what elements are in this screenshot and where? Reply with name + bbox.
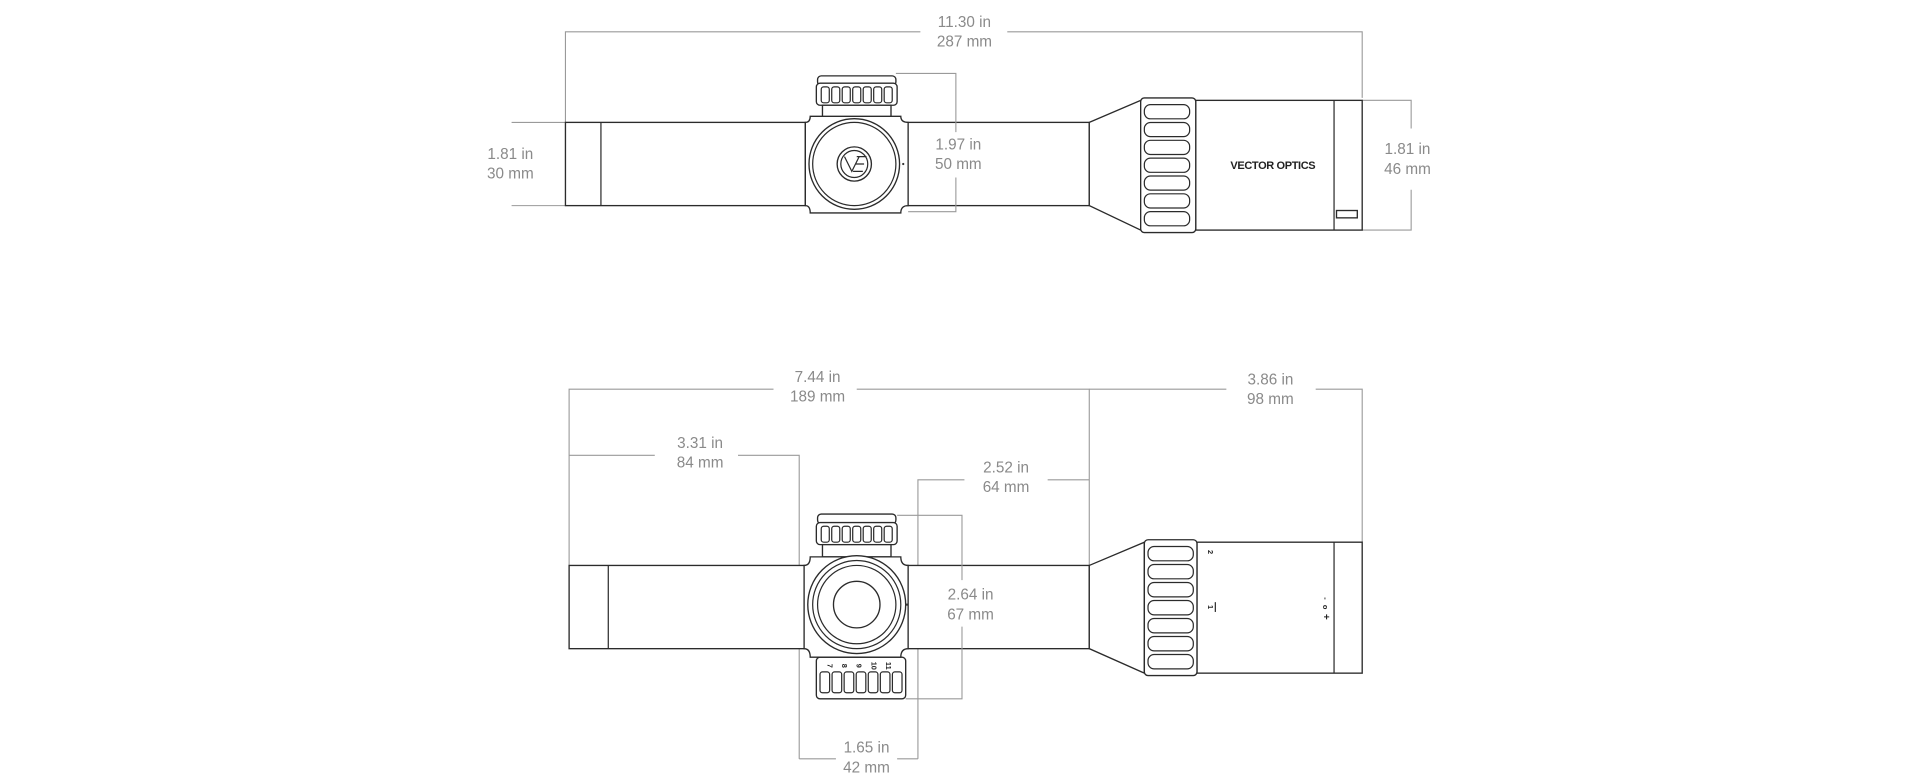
saddle-to-cone-in: 2.52 in [983, 459, 1029, 476]
turret-height-mm: 50 mm [935, 156, 982, 173]
knurl-slot [1143, 139, 1191, 156]
knurl-slot [841, 525, 851, 543]
knurl-slot [1147, 617, 1194, 634]
knurl-slot [873, 525, 883, 543]
knurl-slot [819, 671, 831, 694]
knurl-slot [852, 86, 862, 104]
mount-span-mm: 42 mm [843, 759, 890, 776]
magnification-ring-knurl [1143, 104, 1191, 227]
front-to-saddle-mm: 84 mm [677, 455, 724, 472]
svg-text:+: + [1320, 614, 1331, 620]
dial-center-cap [832, 580, 881, 629]
magnification-ring-knurl-side [1147, 545, 1194, 670]
eyepiece-diameter-dim [1362, 99, 1412, 231]
turret-height-dim-side [897, 514, 963, 700]
knurl-slot [1143, 211, 1191, 227]
objective-diameter-in: 1.81 in [487, 146, 533, 163]
eyepiece-length-in: 3.86 in [1247, 371, 1293, 388]
overall-length-mm: 287 mm [937, 34, 992, 51]
front-to-cone-mm: 189 mm [790, 388, 845, 405]
knurl-slot [820, 86, 830, 104]
saddle-to-cone-mm: 64 mm [983, 479, 1030, 496]
knurl-slot [862, 86, 872, 104]
knurl-slot [883, 525, 893, 543]
illumination-marks: 7 8 9 10 11 [825, 662, 893, 670]
brand-emblem-icon [836, 146, 873, 182]
knurl-slot [867, 671, 879, 694]
knurl-slot [1147, 653, 1194, 670]
front-to-saddle-dim [569, 454, 800, 759]
knurl-slot [1147, 563, 1194, 580]
knurl-slot [852, 525, 862, 543]
turret-height-side-in: 2.64 in [948, 587, 994, 604]
eyepiece-length-dim [1089, 388, 1363, 543]
eyepiece-cone [1088, 99, 1142, 232]
rear-tube-side [905, 564, 1090, 650]
rear-tube [905, 121, 1090, 207]
knurl-slot [1143, 157, 1191, 173]
knurl-slot [831, 86, 841, 104]
overall-length-dim [564, 31, 1363, 123]
eyepiece-length-mm: 98 mm [1247, 391, 1294, 408]
illumination-turret-knurl [819, 671, 903, 694]
illumination-mark: 11 [884, 662, 893, 670]
svg-text:-: - [1321, 597, 1330, 600]
knurl-slot [862, 525, 872, 543]
knurl-slot [1143, 175, 1191, 191]
knurl-slot [831, 525, 841, 543]
eyepiece-cone-side [1088, 541, 1146, 675]
knurl-slot [879, 671, 891, 694]
knurl-slot [843, 671, 855, 694]
windage-turret-knurl [820, 86, 893, 104]
turret-height-in: 1.97 in [935, 136, 981, 153]
illumination-mark: 9 [855, 664, 864, 668]
illumination-mark: 8 [840, 664, 849, 668]
knurl-slot [1147, 581, 1194, 598]
front-to-cone-in: 7.44 in [795, 369, 841, 386]
power-mark-2: 2 [1206, 550, 1215, 554]
brand-logo: VECTOR OPTICS [1230, 160, 1315, 172]
knurl-slot [820, 525, 830, 543]
illumination-mark: 10 [869, 662, 878, 670]
svg-text:o: o [1321, 605, 1330, 610]
knurl-slot [1147, 635, 1194, 652]
knurl-slot [1143, 121, 1191, 138]
side-view: 7.44 in 189 mm 3.86 in 98 mm 3.31 in 84 … [568, 369, 1363, 776]
front-to-saddle-in: 3.31 in [677, 435, 723, 452]
illumination-mark: 7 [825, 664, 834, 668]
elevation-turret-knurl [820, 525, 893, 543]
eyepiece-body-side [1196, 541, 1363, 674]
knurl-slot [1143, 104, 1191, 120]
objective-tube [564, 121, 806, 207]
power-mark-1: 1 [1206, 605, 1215, 609]
objective-diameter-mm: 30 mm [487, 166, 534, 183]
knurl-slot [883, 86, 893, 104]
diopter-marks: - o + [1320, 597, 1331, 620]
knurl-slot [855, 671, 867, 694]
knurl-slot [1147, 545, 1194, 562]
overall-length-in: 11.30 in [938, 14, 991, 31]
knurl-slot [1147, 599, 1194, 616]
eyepiece-diameter-mm: 46 mm [1384, 161, 1431, 178]
knurl-slot [1143, 193, 1191, 209]
knurl-slot [841, 86, 851, 104]
objective-diameter-dim [511, 121, 566, 207]
objective-tube-side [568, 564, 808, 650]
turret-height-dim [895, 72, 957, 213]
turret-height-side-mm: 67 mm [947, 606, 994, 623]
saddle-to-cone-dim [917, 479, 1090, 759]
mount-span-in: 1.65 in [844, 740, 890, 757]
knurl-slot [831, 671, 843, 694]
magnification-ring[interactable] [1140, 97, 1197, 234]
knurl-slot [891, 671, 903, 694]
magnification-ring-side[interactable] [1143, 539, 1198, 677]
knurl-slot [873, 86, 883, 104]
eyepiece-diameter-in: 1.81 in [1385, 141, 1431, 158]
top-view: 11.30 in 287 mm 1.81 in 30 mm 1.81 in 46… [487, 14, 1431, 234]
